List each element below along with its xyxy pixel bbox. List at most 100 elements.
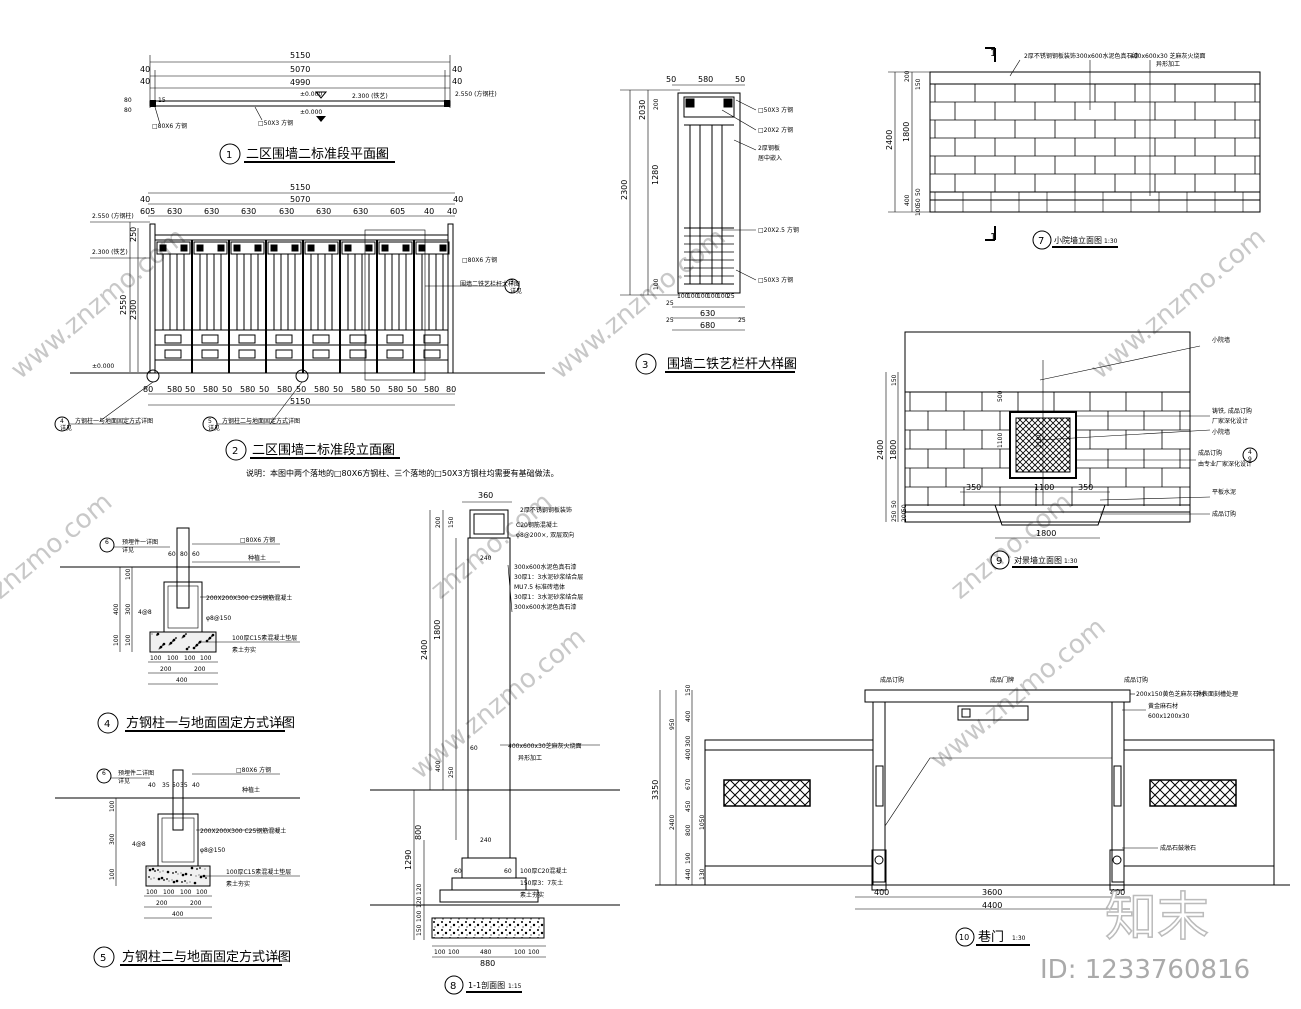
svg-text:50: 50 — [891, 500, 898, 508]
svg-text:500: 500 — [997, 390, 1004, 402]
level-label: ±0.000 — [300, 109, 322, 116]
svg-text:50: 50 — [915, 198, 922, 206]
svg-text:2300: 2300 — [620, 180, 629, 200]
dim: 40 — [140, 195, 150, 204]
svg-text:3600: 3600 — [982, 888, 1002, 897]
svg-text:C20钢筋混凝土: C20钢筋混凝土 — [516, 521, 558, 529]
svg-text:小院墙: 小院墙 — [1212, 336, 1230, 344]
gravel-fill — [151, 632, 215, 651]
svg-text:580: 580 — [277, 385, 292, 394]
svg-text:300x600水泥色真石漆: 300x600水泥色真石漆 — [514, 563, 576, 571]
svg-text:□20X2.5 方钢: □20X2.5 方钢 — [758, 226, 799, 234]
svg-text:素土夯实: 素土夯实 — [232, 646, 256, 654]
svg-text:680: 680 — [700, 321, 715, 330]
svg-text:异形加工: 异形加工 — [518, 754, 542, 762]
section-mark: 1 — [990, 232, 996, 243]
svg-text:400: 400 — [435, 760, 442, 772]
svg-text:630: 630 — [279, 207, 294, 216]
watermark-layer: www.znzmo.com znzmo.com znzmo.com www.zn… — [0, 222, 1272, 785]
svg-text:150: 150 — [448, 516, 455, 528]
svg-text:4400: 4400 — [982, 901, 1002, 910]
svg-text:100: 100 — [113, 634, 120, 646]
svg-text:成品订购: 成品订购 — [1198, 449, 1222, 457]
svg-text:600x1200x30: 600x1200x30 — [1148, 713, 1190, 720]
dim: 2300 — [129, 300, 138, 320]
svg-text:300: 300 — [125, 603, 132, 615]
watermark-site: www.znzmo.com — [925, 612, 1111, 775]
drawing-number: 5 — [100, 953, 106, 964]
svg-text:400x600x30 芝麻灰火烧面: 400x600x30 芝麻灰火烧面 — [1130, 52, 1206, 60]
svg-text:25: 25 — [738, 317, 746, 324]
svg-text:800: 800 — [685, 824, 692, 836]
brand-watermark: 知末 — [1105, 888, 1209, 948]
svg-text:100: 100 — [707, 293, 719, 300]
svg-text:190: 190 — [685, 852, 692, 864]
svg-text:200: 200 — [901, 510, 908, 522]
svg-text:630: 630 — [241, 207, 256, 216]
svg-text:φ8@150: φ8@150 — [206, 615, 231, 622]
svg-text:4@8: 4@8 — [138, 609, 152, 616]
svg-text:200: 200 — [904, 70, 911, 82]
svg-text:外表面刻槽处理: 外表面刻槽处理 — [1196, 690, 1238, 698]
callout: 方钢柱一与地面固定方式详图 — [75, 417, 153, 425]
drawing-title: 方钢柱一与地面固定方式详图 — [126, 715, 295, 731]
svg-text:1050: 1050 — [699, 815, 706, 830]
svg-text:素土夯实: 素土夯实 — [520, 891, 544, 899]
drawing-scale: 1:30 — [378, 448, 392, 455]
svg-text:240: 240 — [480, 555, 492, 562]
svg-text:2厚不锈钢钢板装饰: 2厚不锈钢钢板装饰 — [520, 506, 572, 514]
svg-text:800: 800 — [414, 825, 423, 840]
svg-text:□50X3 方钢: □50X3 方钢 — [758, 276, 793, 284]
drawing-title: 围墙二铁艺栏杆大样图 — [667, 357, 797, 372]
drawing-scale: 1:30 — [1064, 558, 1078, 565]
ref: 详见 — [510, 287, 522, 295]
svg-text:100厚C15素混凝土垫层: 100厚C15素混凝土垫层 — [226, 868, 291, 876]
drawing-title: 方钢柱二与地面固定方式详图 — [122, 949, 291, 965]
top-segment-dims: 605 630 630 630 630 630 630 605 40 40 — [140, 207, 457, 216]
svg-text:100: 100 — [697, 293, 709, 300]
note: 说明：本图中两个落地的□80X6方钢柱、三个落地的□50X3方钢柱均需要有基础做… — [246, 468, 559, 478]
svg-text:40: 40 — [192, 782, 200, 789]
svg-text:450: 450 — [685, 800, 692, 812]
svg-text:80: 80 — [180, 551, 188, 558]
stone-courses — [930, 83, 1260, 212]
svg-text:880: 880 — [480, 959, 495, 968]
svg-text:630: 630 — [204, 207, 219, 216]
svg-text:400: 400 — [176, 677, 188, 684]
svg-text:150: 150 — [685, 684, 692, 696]
svg-text:30厚1：3水泥砂浆结合层: 30厚1：3水泥砂浆结合层 — [514, 593, 583, 601]
drawing-3-railing-detail: 50 580 50 2300 2030 1280 200 100 □50X3 方… — [620, 75, 799, 375]
svg-text:种植土: 种植土 — [248, 554, 266, 562]
svg-text:150厚3：7灰土: 150厚3：7灰土 — [520, 879, 563, 887]
svg-text:35: 35 — [162, 782, 170, 789]
svg-text:580: 580 — [203, 385, 218, 394]
svg-text:100厚C20混凝土: 100厚C20混凝土 — [520, 867, 567, 875]
svg-text:100: 100 — [167, 655, 179, 662]
svg-text:100: 100 — [125, 568, 132, 580]
svg-text:50: 50 — [333, 385, 343, 394]
svg-text:6: 6 — [102, 770, 106, 777]
svg-text:9: 9 — [1248, 456, 1252, 463]
svg-text:400: 400 — [874, 888, 889, 897]
svg-text:100: 100 — [200, 655, 212, 662]
svg-text:50: 50 — [222, 385, 232, 394]
gravel-fill — [147, 866, 207, 885]
ref: 4 — [60, 418, 64, 425]
svg-text:300x600水泥色真石漆: 300x600水泥色真石漆 — [514, 603, 576, 611]
svg-text:580: 580 — [167, 385, 182, 394]
svg-text:φ8@200×, 双层双向: φ8@200×, 双层双向 — [516, 531, 574, 539]
svg-text:1800: 1800 — [902, 122, 911, 142]
drawing-title: 二区围墙二标准段平面图 — [246, 147, 389, 162]
svg-text:630: 630 — [353, 207, 368, 216]
svg-text:厂家深化设计: 厂家深化设计 — [1212, 417, 1248, 425]
svg-text:1800: 1800 — [889, 440, 898, 460]
dim-4990: 4990 — [290, 78, 310, 87]
dim-40: 40 — [452, 77, 462, 86]
svg-text:□80X6 方钢: □80X6 方钢 — [236, 766, 271, 774]
drawing-scale: 1:10 — [266, 955, 280, 962]
svg-text:100: 100 — [109, 868, 116, 880]
svg-text:40: 40 — [424, 207, 434, 216]
svg-text:605: 605 — [390, 207, 405, 216]
svg-text:120: 120 — [416, 896, 423, 908]
svg-text:440: 440 — [685, 868, 692, 880]
